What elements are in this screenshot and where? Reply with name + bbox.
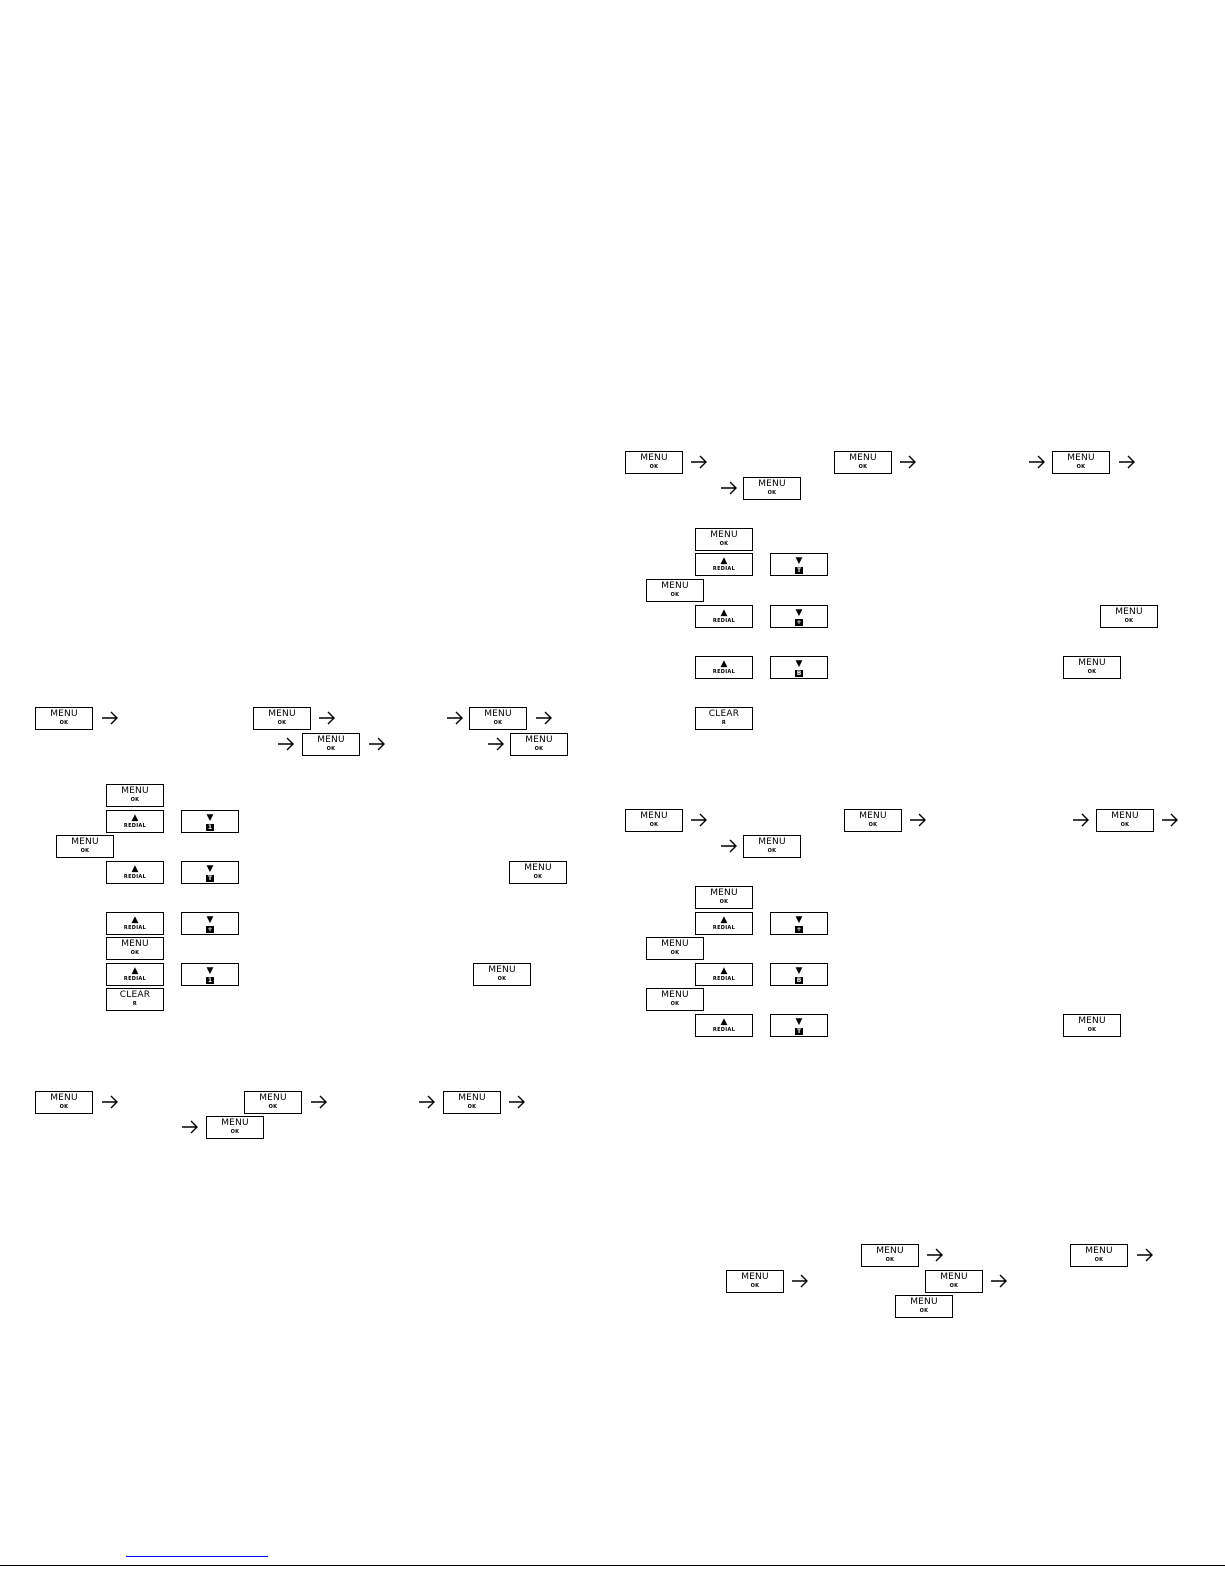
- up-redial-key: ▲REDIAL: [695, 1014, 753, 1037]
- arrow-right-icon: [990, 1274, 1008, 1288]
- down-key: ▼B: [770, 963, 828, 986]
- arrow-right-icon: [720, 839, 738, 853]
- up-redial-key: ▲REDIAL: [695, 605, 753, 628]
- arrow-right-icon: [446, 711, 464, 725]
- arrow-right-icon: [1072, 813, 1090, 827]
- arrow-right-icon: [277, 737, 295, 751]
- arrow-right-icon: [1136, 1248, 1154, 1262]
- talk-icon: T: [206, 875, 214, 882]
- arrow-right-icon: [101, 711, 119, 725]
- arrow-right-icon: [1161, 813, 1179, 827]
- down-key: ▼+: [770, 912, 828, 935]
- arrow-right-icon: [690, 455, 708, 469]
- arrow-right-icon: [720, 481, 738, 495]
- arrow-right-icon: [508, 1095, 526, 1109]
- up-redial-key: ▲REDIAL: [106, 810, 164, 833]
- b-icon: B: [795, 977, 803, 984]
- arrow-right-icon: [926, 1248, 944, 1262]
- up-redial-key: ▲REDIAL: [695, 912, 753, 935]
- arrow-right-icon: [487, 737, 505, 751]
- down-key: ▼T: [770, 553, 828, 576]
- plus-icon: +: [795, 926, 803, 933]
- footer-link-underline[interactable]: [126, 1556, 268, 1557]
- down-key: ▼T: [181, 861, 239, 884]
- arrow-right-icon: [899, 455, 917, 469]
- footer-rule: [0, 1565, 1225, 1566]
- arrow-right-icon: [1118, 455, 1136, 469]
- down-key: ▼B: [770, 656, 828, 679]
- arrow-right-icon: [101, 1095, 119, 1109]
- arrow-right-icon: [791, 1274, 809, 1288]
- phonebook-icon: 1: [206, 977, 214, 984]
- down-key: ▼T: [770, 1014, 828, 1037]
- up-redial-key: ▲REDIAL: [695, 656, 753, 679]
- phonebook-icon: 1: [206, 824, 214, 831]
- arrow-right-icon: [1028, 455, 1046, 469]
- b-icon: B: [795, 670, 803, 677]
- arrow-right-icon: [418, 1095, 436, 1109]
- arrow-right-icon: [690, 813, 708, 827]
- arrow-right-icon: [310, 1095, 328, 1109]
- plus-icon: +: [206, 926, 214, 933]
- down-key: ▼1: [181, 963, 239, 986]
- arrow-right-icon: [909, 813, 927, 827]
- down-key: ▼+: [770, 605, 828, 628]
- down-key: ▼+: [181, 912, 239, 935]
- down-key: ▼1: [181, 810, 239, 833]
- plus-icon: +: [795, 619, 803, 626]
- talk-icon: T: [795, 567, 803, 574]
- up-redial-key: ▲REDIAL: [695, 553, 753, 576]
- arrow-right-icon: [535, 711, 553, 725]
- up-redial-key: ▲REDIAL: [106, 963, 164, 986]
- arrow-right-icon: [318, 711, 336, 725]
- talk-icon: T: [795, 1028, 803, 1035]
- up-redial-key: ▲REDIAL: [695, 963, 753, 986]
- up-redial-key: ▲REDIAL: [106, 861, 164, 884]
- arrow-right-icon: [181, 1120, 199, 1134]
- arrow-right-icon: [368, 737, 386, 751]
- up-redial-key: ▲REDIAL: [106, 912, 164, 935]
